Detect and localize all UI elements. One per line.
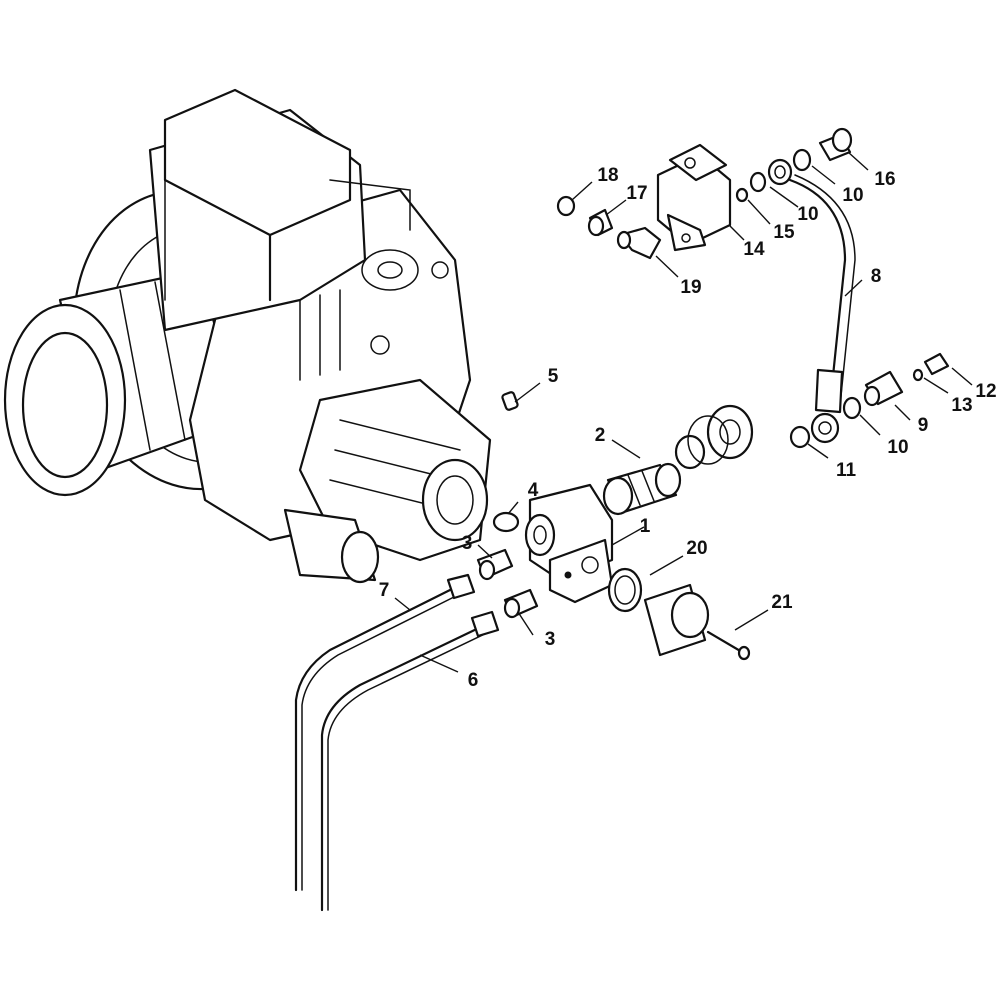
callout-9: 9 (918, 415, 929, 436)
callout-10-top-left: 10 (797, 204, 818, 225)
part-3-fitting-upper (476, 548, 514, 581)
callout-3-upper: 3 (462, 533, 473, 554)
part-11-washer (789, 425, 811, 449)
pump-gear (674, 404, 754, 470)
callout-14: 14 (743, 239, 765, 260)
callout-10-lower: 10 (887, 437, 908, 458)
callout-4: 4 (528, 480, 539, 501)
callout-15: 15 (773, 222, 795, 243)
callout-10-top-right: 10 (842, 185, 863, 206)
part-1-pump (524, 483, 614, 604)
part-18-nut (556, 195, 576, 217)
callout-19: 19 (680, 277, 701, 298)
part-20-gasket (607, 567, 643, 613)
callout-7: 7 (379, 580, 390, 601)
part-3-fitting-lower (503, 588, 539, 619)
banjo-fitting (767, 158, 793, 186)
part-16-bolt (818, 127, 853, 162)
callout-5: 5 (548, 366, 559, 387)
part-8-hose (788, 174, 856, 444)
callout-2: 2 (595, 425, 606, 446)
burner-housing (3, 88, 492, 584)
callout-21: 21 (771, 592, 793, 613)
pump-cover (643, 583, 710, 657)
callout-17: 17 (626, 183, 647, 204)
part-14-solenoid-valve (656, 143, 732, 252)
callout-labels: 1 2 3 3 4 5 6 7 8 9 10 10 10 11 12 13 14… (379, 165, 997, 691)
callout-16: 16 (874, 169, 895, 190)
part-2-filter (602, 462, 682, 516)
leader-lines (394, 151, 973, 673)
part-5-pin (501, 391, 519, 411)
part-15-washer (735, 187, 749, 203)
part-10-washer-top-a (749, 171, 767, 193)
callout-18: 18 (597, 165, 618, 186)
part-10-washer-lower (842, 396, 862, 420)
callout-3-lower: 3 (545, 629, 556, 650)
part-19-elbow (616, 226, 662, 260)
part-4-cap (492, 511, 520, 533)
part-12-nozzle (923, 352, 950, 376)
part-6-pipe (320, 610, 500, 912)
callout-1: 1 (640, 516, 651, 537)
part-21-bolt (706, 630, 751, 661)
callout-12: 12 (975, 381, 996, 402)
part-13-o-ring (912, 368, 924, 382)
callout-13: 13 (951, 395, 972, 416)
callout-20: 20 (686, 538, 707, 559)
part-10-washer-top-b (792, 148, 812, 172)
callout-6: 6 (468, 670, 479, 691)
callout-11: 11 (836, 460, 857, 481)
part-17-sleeve (587, 208, 614, 237)
callout-8: 8 (871, 266, 882, 287)
part-9-connector (863, 370, 904, 407)
